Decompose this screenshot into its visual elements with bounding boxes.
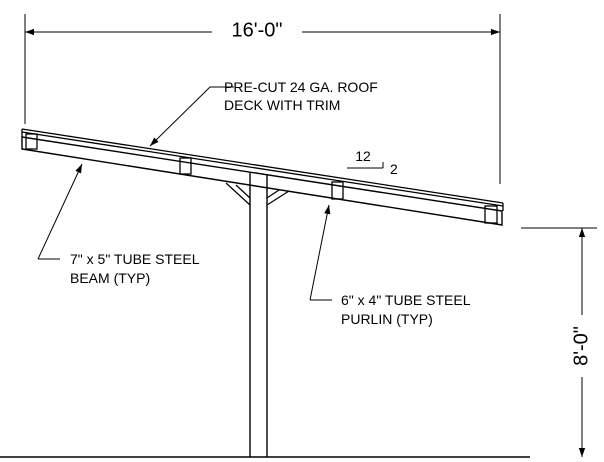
purlin-label-line1: 6" x 4" TUBE STEEL <box>341 292 471 308</box>
width-dimension: 16'-0" <box>24 14 501 184</box>
beam-label-line1: 7" x 5" TUBE STEEL <box>70 251 200 267</box>
purlins <box>25 133 498 224</box>
roof-deck-callout: PRE-CUT 24 GA. ROOF DECK WITH TRIM <box>149 79 378 147</box>
beam-callout: 7" x 5" TUBE STEEL BEAM (TYP) <box>37 163 200 286</box>
width-dimension-label: 16'-0" <box>232 19 283 41</box>
purlin <box>331 181 344 200</box>
height-dimension-label: 8'-0" <box>570 326 592 366</box>
roof-deck <box>21 128 504 211</box>
roof-deck-label-line1: PRE-CUT 24 GA. ROOF <box>224 79 378 95</box>
tube-steel-beam <box>21 136 503 226</box>
purlin <box>484 205 498 224</box>
slope-indicator: 12 2 <box>347 148 398 177</box>
knee-braces <box>225 182 290 206</box>
slope-run-label: 12 <box>355 148 371 164</box>
beam-label-line2: BEAM (TYP) <box>70 270 150 286</box>
height-dimension: 8'-0" <box>521 227 597 457</box>
roof-deck-label-line2: DECK WITH TRIM <box>224 97 340 113</box>
purlin <box>25 133 38 150</box>
steel-post <box>249 172 268 457</box>
purlin-label-line2: PURLIN (TYP) <box>341 311 433 327</box>
purlin-callout: 6" x 4" TUBE STEEL PURLIN (TYP) <box>309 204 471 327</box>
slope-rise-label: 2 <box>390 161 398 177</box>
purlin <box>179 157 192 175</box>
